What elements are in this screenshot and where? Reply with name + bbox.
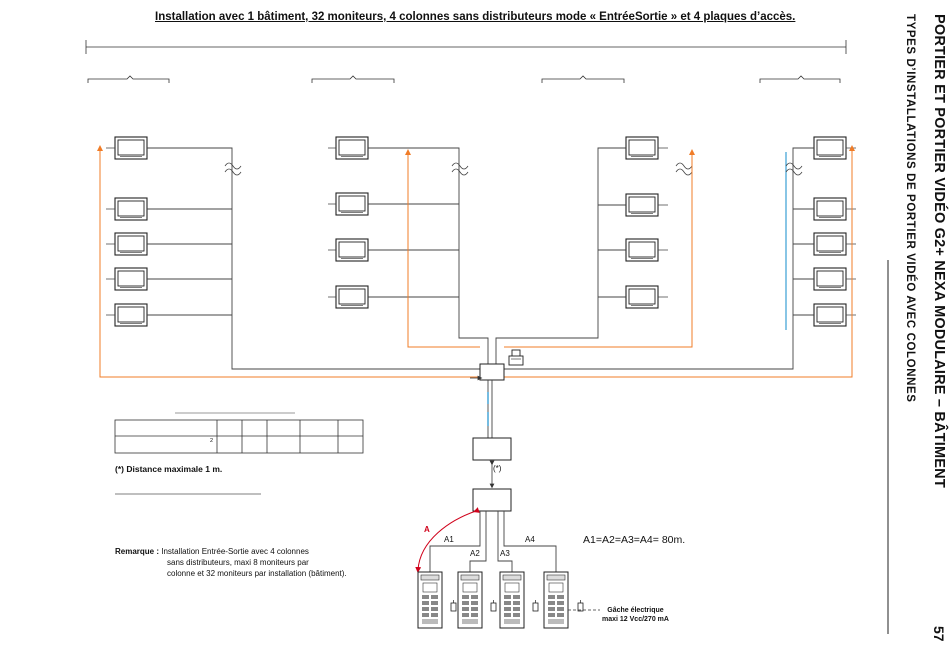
remark: Remarque : Installation Entrée-Sortie av…: [115, 546, 347, 579]
distributor-icon: [472, 437, 512, 512]
monitor-icon: [625, 285, 659, 309]
column-4: [504, 136, 856, 378]
gache-label: Gâche électrique maxi 12 Vcc/270 mA: [602, 606, 669, 624]
segment-label-a4: A4: [525, 535, 535, 544]
side-subtitle: TYPES D’INSTALLATIONS DE PORTIER VIDÉO A…: [904, 14, 916, 403]
monitor-icon: [813, 197, 847, 221]
monitor-icon: [813, 267, 847, 291]
segment-label-a1: A1: [444, 535, 454, 544]
table-superscript: 2: [210, 438, 214, 444]
door-panel-icon: [499, 571, 525, 629]
segment-label-a: A: [424, 525, 430, 534]
spec-table: [114, 412, 364, 454]
monitor-icon: [114, 197, 148, 221]
segment-label-star: (*): [493, 464, 502, 473]
segment-label-a2: A2: [470, 549, 480, 558]
door-panel-icon: [457, 571, 483, 629]
building-span: [85, 40, 847, 54]
electric-lock-icon: [490, 599, 497, 612]
monitor-icon: [625, 136, 659, 160]
monitor-icon: [114, 136, 148, 160]
distances-label: A1=A2=A3=A4= 80m.: [583, 534, 686, 546]
monitor-icon: [335, 136, 369, 160]
door-panel-icon: [417, 571, 443, 629]
remark-label: Remarque :: [115, 547, 160, 556]
diagram-title: Installation avec 1 bâtiment, 32 moniteu…: [155, 11, 796, 23]
monitor-icon: [335, 192, 369, 216]
monitor-icon: [813, 303, 847, 327]
column-braces: [87, 75, 841, 83]
monitor-icon: [625, 193, 659, 217]
gache-line-2: maxi 12 Vcc/270 mA: [602, 616, 669, 623]
electric-lock-icon: [532, 599, 539, 612]
power-supply-icon: [508, 349, 524, 366]
remark-line-1: Installation Entrée-Sortie avec 4 colonn…: [161, 547, 309, 556]
electric-lock-icon: [450, 599, 457, 612]
distance-note: (*) Distance maximale 1 m.: [115, 464, 222, 474]
monitor-icon: [625, 238, 659, 262]
junction-box: [470, 363, 505, 381]
column-2: [328, 136, 489, 364]
monitor-icon: [813, 232, 847, 256]
panel-lines: [429, 511, 557, 572]
monitor-icon: [114, 232, 148, 256]
remark-line-2: sans distributeurs, maxi 8 moniteurs par: [167, 558, 309, 567]
monitor-icon: [335, 285, 369, 309]
red-connection: [415, 507, 480, 573]
distance-note-text: Distance maximale 1 m.: [126, 464, 223, 474]
distance-note-symbol: (*): [115, 464, 124, 474]
door-panel-icon: [543, 571, 569, 629]
monitor-icon: [114, 267, 148, 291]
segment-label-a3: A3: [500, 549, 510, 558]
remark-line-3: colonne et 32 moniteurs par installation…: [167, 569, 347, 578]
trunk: [487, 380, 493, 438]
monitor-icon: [114, 303, 148, 327]
door-panels: [417, 571, 600, 629]
monitor-icon: [813, 136, 847, 160]
side-title: PORTIER ET PORTIER VIDÉO G2+ NEXA MODULA…: [931, 14, 947, 488]
column-3: [495, 136, 695, 364]
column-1: [97, 136, 480, 378]
monitor-icon: [335, 238, 369, 262]
gache-line-1: Gâche électrique: [607, 607, 664, 614]
page-number: 57: [931, 626, 947, 642]
electric-lock-icon: [577, 599, 584, 612]
